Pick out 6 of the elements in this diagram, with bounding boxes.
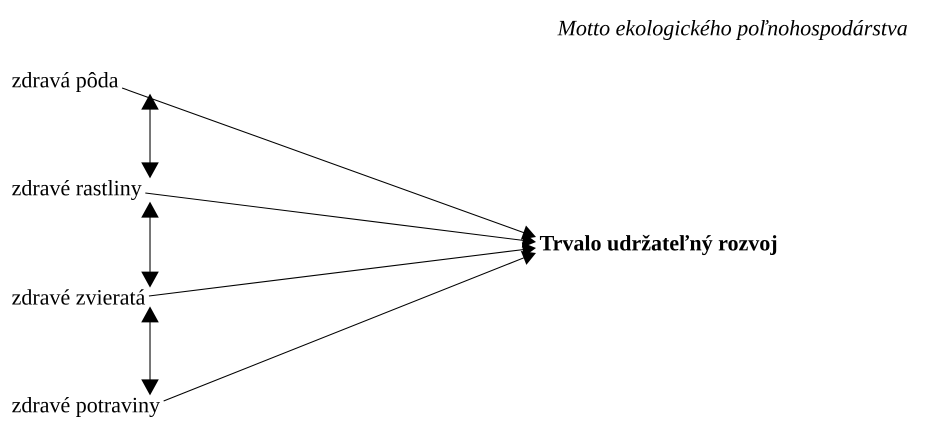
text-label: zdravé potraviny <box>12 396 160 417</box>
result-label: Trvalo udržateľný rozvoj <box>540 234 776 256</box>
title: Motto ekologického poľnohospodárstva <box>557 20 907 40</box>
text-label: zdravé zvieratá <box>12 289 146 305</box>
text-label: zdravé rastliny <box>12 180 142 200</box>
text-label: zdravá pôda <box>12 72 118 92</box>
